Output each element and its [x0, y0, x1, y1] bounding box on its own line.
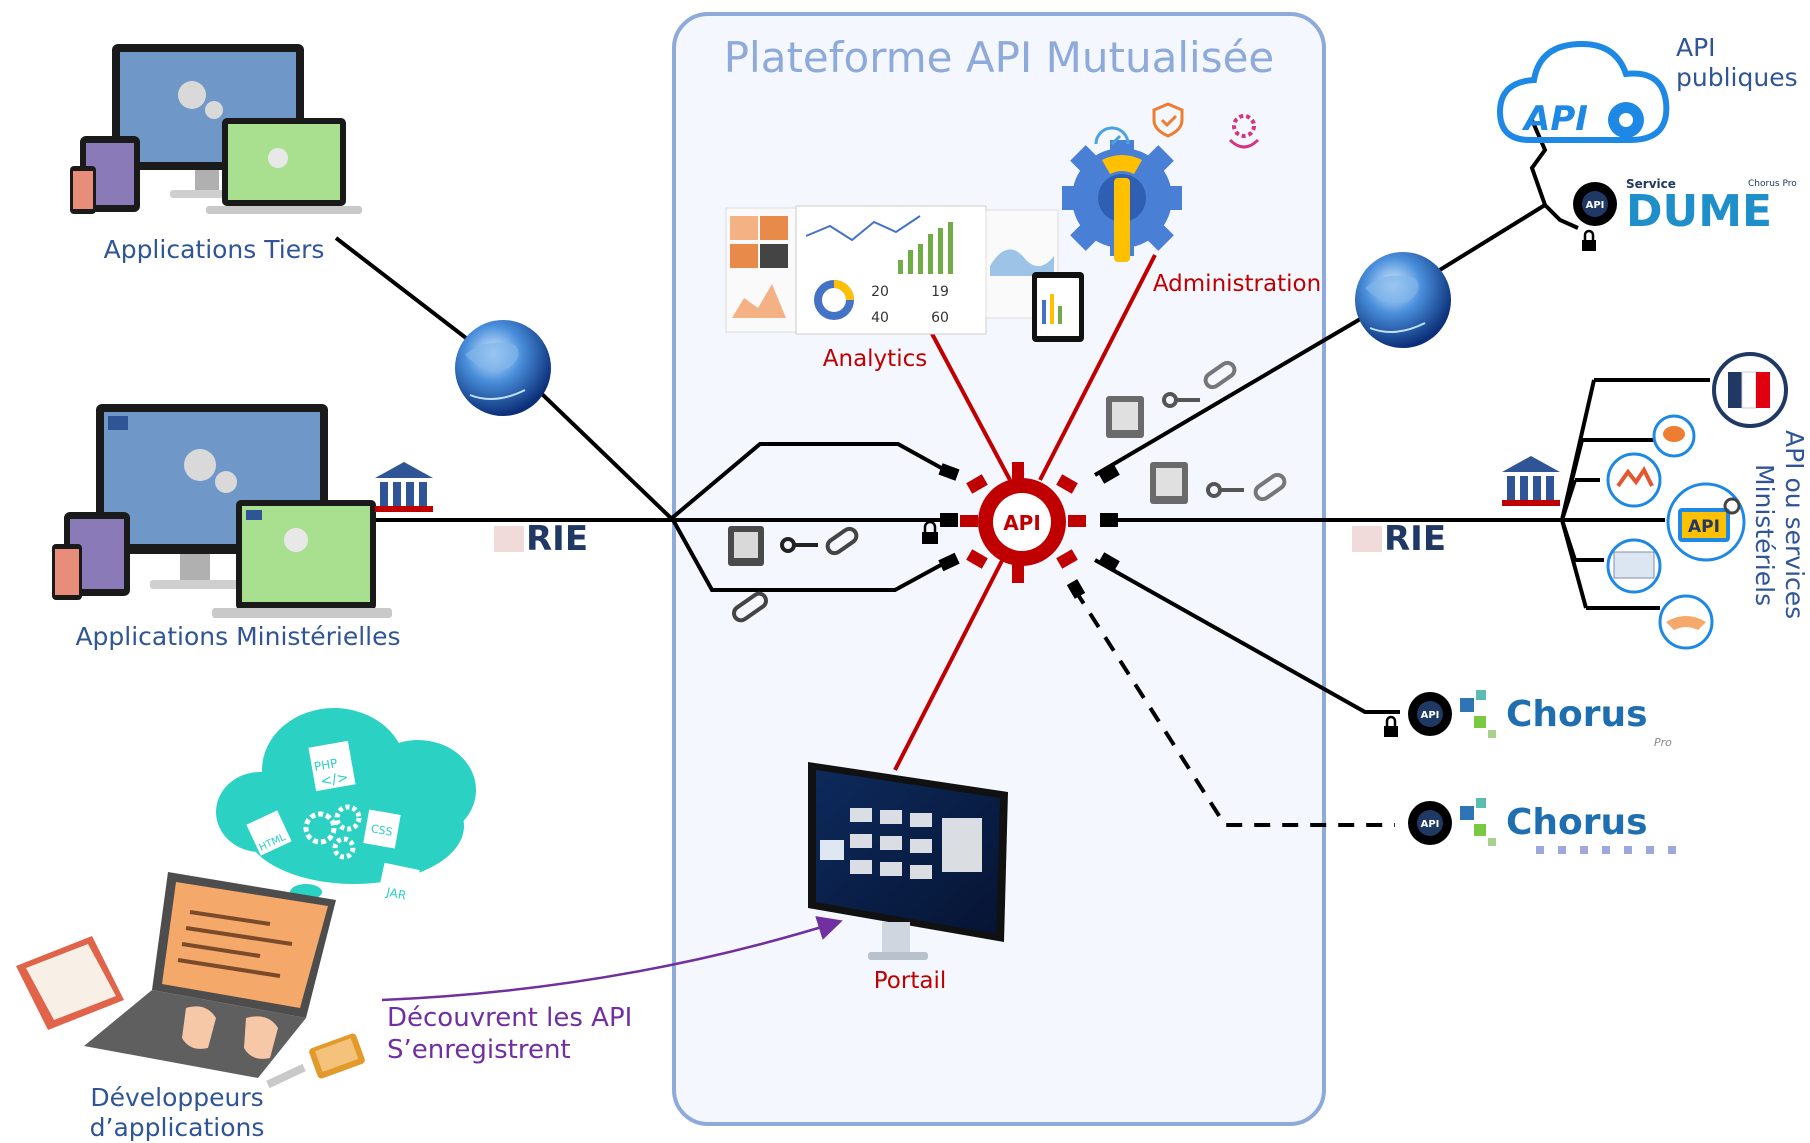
- label-api-ministeriels-line2: Ministériels: [1750, 464, 1779, 606]
- svg-text:API: API: [1688, 517, 1720, 537]
- applications-ministerielles-devices[interactable]: [52, 404, 392, 618]
- api-service-icon[interactable]: API: [1666, 482, 1746, 562]
- analytics-metric: 19: [931, 284, 949, 300]
- api-cloud-icon[interactable]: API: [1496, 40, 1670, 143]
- plug-connectors: [938, 463, 1120, 599]
- svg-text:Chorus: Chorus: [1506, 694, 1648, 735]
- analytics-metric: 60: [931, 310, 949, 326]
- analytics-metric: 20: [871, 284, 889, 300]
- shield-check-icon: [1152, 102, 1184, 138]
- svg-text:CSS: CSS: [370, 822, 394, 839]
- speedometer-icon: [1094, 126, 1130, 146]
- marianne-icon[interactable]: [1712, 352, 1788, 428]
- label-analytics: Analytics: [823, 346, 927, 372]
- label-developpeurs-line2: d’applications: [90, 1113, 265, 1142]
- developer-laptop-illustration[interactable]: [16, 872, 366, 1089]
- svg-text:API: API: [1586, 200, 1605, 211]
- gear-hand-icon: [1228, 114, 1260, 149]
- portail-monitor[interactable]: [808, 762, 1008, 960]
- svg-text:JAR: JAR: [384, 885, 407, 903]
- rie-left: RIE: [494, 519, 588, 559]
- globe-icon: [455, 320, 551, 416]
- svg-text:Chorus Pro: Chorus Pro: [1748, 179, 1797, 189]
- svg-text:API: API: [1421, 819, 1440, 830]
- svg-text:PHP: PHP: [313, 756, 339, 774]
- lock-icon: [1384, 715, 1398, 737]
- label-api-publiques-line2: publiques: [1676, 63, 1798, 92]
- chorus-pro-logo[interactable]: API Chorus Pro: [1408, 690, 1672, 749]
- label-applications-ministerielles: Applications Ministérielles: [75, 622, 400, 651]
- security-tokens-right-mid: [1150, 462, 1287, 504]
- label-administration: Administration: [1153, 271, 1321, 297]
- svg-text:Chorus: Chorus: [1506, 802, 1648, 843]
- ministry-building-icon: [1502, 456, 1560, 506]
- svg-text:API: API: [1421, 710, 1440, 721]
- svg-text:Pro: Pro: [1654, 736, 1672, 749]
- analytics-metric: 40: [871, 310, 889, 326]
- hub-label: API: [1003, 511, 1041, 535]
- api-hub[interactable]: API: [960, 462, 1086, 583]
- ministry-building-icon: [375, 462, 433, 512]
- developer-flow-arrow: [381, 916, 843, 1002]
- rie-right: RIE: [1352, 519, 1446, 559]
- connections-red: [893, 254, 1157, 771]
- lock-icon: [1582, 229, 1596, 251]
- svg-text:Service: Service: [1626, 177, 1676, 191]
- svg-text:API: API: [1521, 99, 1588, 139]
- handshake-icon[interactable]: [1658, 594, 1714, 650]
- label-developpeurs-line1: Développeurs: [90, 1083, 263, 1112]
- data-service-icon[interactable]: [1606, 538, 1662, 594]
- svg-text:DUME: DUME: [1626, 186, 1772, 237]
- label-api-ministeriels-line1: API ou services: [1780, 430, 1809, 619]
- label-api-publiques-line1: API: [1676, 33, 1716, 62]
- developer-flow-line2: S’enregistrent: [387, 1035, 571, 1065]
- analytics-dashboard-image[interactable]: 20 19 40 60: [725, 205, 1084, 342]
- label-portail: Portail: [874, 968, 946, 994]
- developer-cloud-icon: PHP </> CSS HTML JAR: [216, 708, 476, 919]
- administration-gear-icon[interactable]: [1062, 140, 1182, 262]
- svg-text:RIE: RIE: [1384, 519, 1446, 559]
- chat-service-icon[interactable]: [1652, 414, 1696, 458]
- chorus-logo[interactable]: API Chorus: [1408, 798, 1676, 854]
- developer-flow-line1: Découvrent les API: [387, 1003, 632, 1033]
- label-applications-tiers: Applications Tiers: [104, 235, 325, 264]
- globe-icon: [1355, 252, 1451, 348]
- security-tokens-right-top: [1106, 360, 1237, 438]
- svg-text:RIE: RIE: [526, 519, 588, 559]
- service-icon[interactable]: [1606, 452, 1662, 508]
- dume-service-logo[interactable]: API Service Chorus Pro DUME: [1573, 177, 1797, 237]
- platform-title: Plateforme API Mutualisée: [724, 33, 1275, 82]
- paperclip-icon: [731, 591, 769, 623]
- security-tokens-left: [728, 526, 859, 566]
- svg-text:</>: </>: [319, 769, 350, 790]
- applications-tiers-devices[interactable]: [70, 44, 362, 214]
- lock-icon: [922, 520, 938, 544]
